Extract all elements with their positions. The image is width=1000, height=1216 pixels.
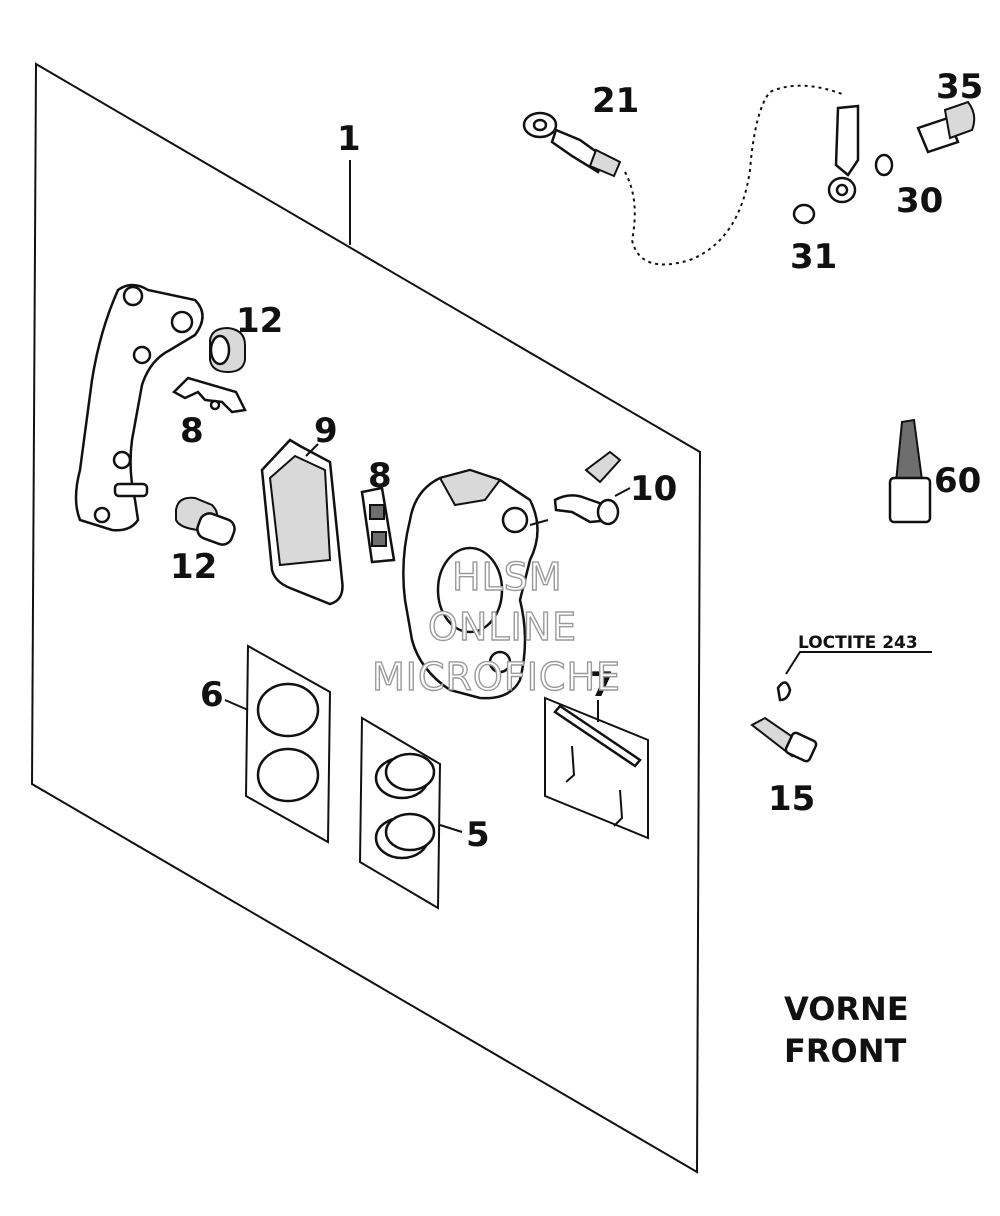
sealing-washer-30 xyxy=(874,153,894,177)
caption-front: FRONT xyxy=(784,1032,906,1070)
callout-12-upper: 12 xyxy=(236,301,283,341)
leader-10 xyxy=(614,487,631,497)
callout-30: 30 xyxy=(896,181,943,221)
leader-9 xyxy=(305,443,319,457)
callout-7: 7 xyxy=(590,665,614,705)
leader-cal xyxy=(529,519,549,526)
bleeder-valve xyxy=(553,450,622,526)
callout-12-lower: 12 xyxy=(170,547,217,587)
callout-35: 35 xyxy=(936,67,983,107)
caliper-housing xyxy=(402,468,539,700)
watermark-line-1: HLSM xyxy=(452,555,563,599)
kit-panel xyxy=(30,62,702,1174)
callout-6: 6 xyxy=(200,675,224,715)
callout-31: 31 xyxy=(790,237,837,277)
pin-kit xyxy=(544,696,649,840)
callout-8-right: 8 xyxy=(368,456,392,496)
brake-hose xyxy=(522,84,860,266)
callout-5: 5 xyxy=(466,815,490,855)
sealing-washer-31 xyxy=(792,203,816,225)
banjo-bolt xyxy=(916,100,976,154)
guide-pin-lower xyxy=(175,496,236,546)
caliper-bracket xyxy=(74,283,204,532)
loctite-note: LOCTITE 243 xyxy=(798,633,918,653)
piston-kit xyxy=(224,644,332,844)
callout-21: 21 xyxy=(592,81,639,121)
callout-60: 60 xyxy=(934,461,981,501)
watermark-line-3: MICROFICHE xyxy=(372,655,621,699)
pad-spring-left xyxy=(171,376,247,414)
seal-kit xyxy=(358,716,463,910)
loctite-bottle xyxy=(888,418,932,524)
pad-spring-right xyxy=(360,486,396,564)
callout-9: 9 xyxy=(314,411,338,451)
guide-pin-upper xyxy=(209,326,246,374)
callout-15: 15 xyxy=(768,779,815,819)
callout-10: 10 xyxy=(630,469,677,509)
mounting-bolt xyxy=(750,651,932,763)
brake-pad xyxy=(260,438,344,606)
callout-8-left: 8 xyxy=(180,411,204,451)
caption-vorne: VORNE xyxy=(784,990,909,1028)
callout-1: 1 xyxy=(337,119,361,159)
watermark-line-2: ONLINE xyxy=(428,605,577,649)
